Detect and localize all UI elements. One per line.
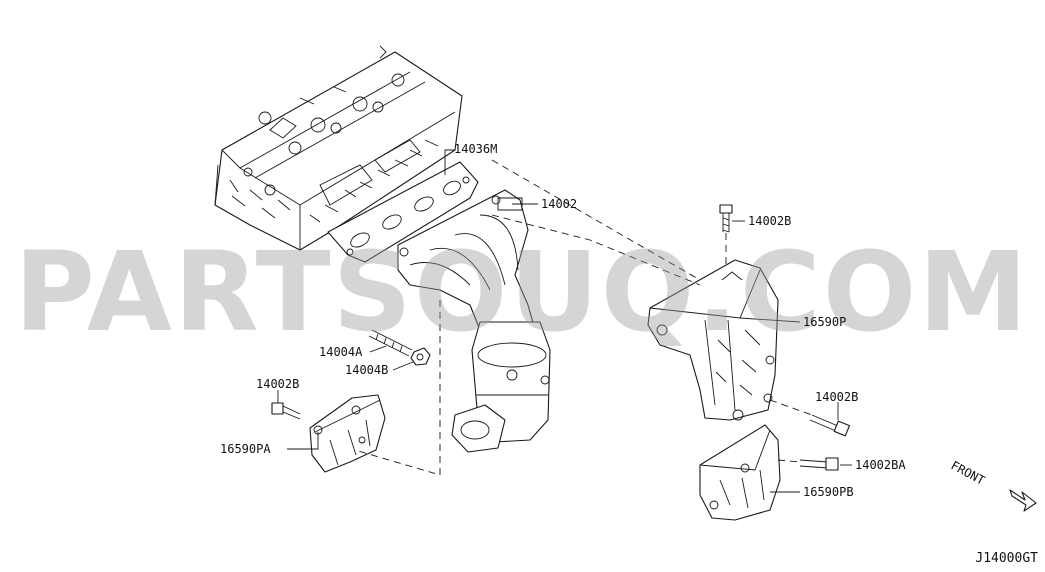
heat-shield-main (647, 259, 779, 421)
leader-lines (277, 149, 852, 493)
callout-14002: 14002 (541, 197, 577, 211)
callout-14002B-left: 14002B (256, 377, 299, 391)
heat-shield-left (309, 394, 386, 473)
assembly-lines (354, 159, 813, 476)
bolt-left (271, 402, 301, 420)
bolt-upper-right (719, 204, 733, 233)
drawing-code: J14000GT (975, 551, 1038, 566)
bolt-lower-right (809, 414, 850, 437)
manifold-gasket (327, 161, 479, 263)
cylinder-head (214, 45, 463, 251)
watermark: PARTSOUQ.COM (14, 228, 1030, 356)
exhaust-manifold (397, 189, 551, 453)
callout-16590PB: 16590PB (803, 485, 854, 499)
bolt-lower-right-b (799, 457, 839, 471)
callout-14002B-lower: 14002B (815, 390, 858, 404)
callout-16590PA: 16590PA (220, 442, 271, 456)
callout-14002BA: 14002BA (855, 458, 906, 472)
callout-14002B-upper: 14002B (748, 214, 791, 228)
stud (368, 329, 413, 357)
front-label: FRONT (949, 458, 987, 487)
heat-shield-lower (699, 424, 781, 521)
callout-14036M: 14036M (454, 142, 497, 156)
callout-16590P: 16590P (803, 315, 846, 329)
nut (410, 347, 431, 366)
callout-14004B: 14004B (345, 363, 388, 377)
callout-14004A: 14004A (319, 345, 363, 359)
front-arrow-icon (1009, 489, 1037, 512)
